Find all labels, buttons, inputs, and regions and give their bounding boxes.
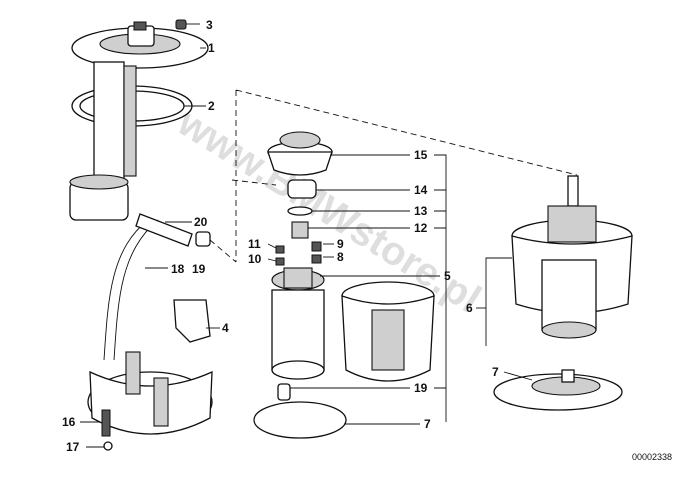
callout-5: 5 — [444, 269, 451, 283]
callout-2: 2 — [208, 99, 215, 113]
callout-7-center: 7 — [424, 417, 431, 431]
pump-assembly-complete — [493, 175, 633, 411]
document-number: 00002338 — [632, 452, 672, 462]
sending-unit-assembly — [69, 19, 213, 451]
reference-line — [235, 89, 578, 262]
callout-11: 11 — [248, 237, 261, 251]
callout-4: 4 — [222, 321, 229, 335]
callout-9: 9 — [337, 237, 344, 251]
callout-20: 20 — [194, 215, 208, 229]
callout-16: 16 — [62, 415, 76, 429]
reference-line — [209, 239, 237, 263]
callout-19-left: 19 — [192, 262, 206, 276]
callout-10: 10 — [248, 252, 262, 266]
callout-14: 14 — [414, 183, 428, 197]
callout-1: 1 — [208, 41, 215, 55]
callout-7-right: 7 — [492, 365, 499, 379]
callout-3: 3 — [206, 18, 213, 32]
callout-6: 6 — [466, 301, 473, 315]
pump-holder-cage — [341, 281, 435, 382]
fuel-pump-stack — [253, 131, 347, 439]
callout-8: 8 — [337, 250, 344, 264]
callout-13: 13 — [414, 204, 428, 218]
callout-18: 18 — [171, 262, 185, 276]
callout-19-center: 19 — [414, 381, 428, 395]
callout-12: 12 — [414, 221, 428, 235]
callout-17: 17 — [66, 440, 80, 454]
reference-line — [231, 179, 277, 186]
leader-lines — [80, 23, 533, 448]
callout-15: 15 — [414, 148, 428, 162]
